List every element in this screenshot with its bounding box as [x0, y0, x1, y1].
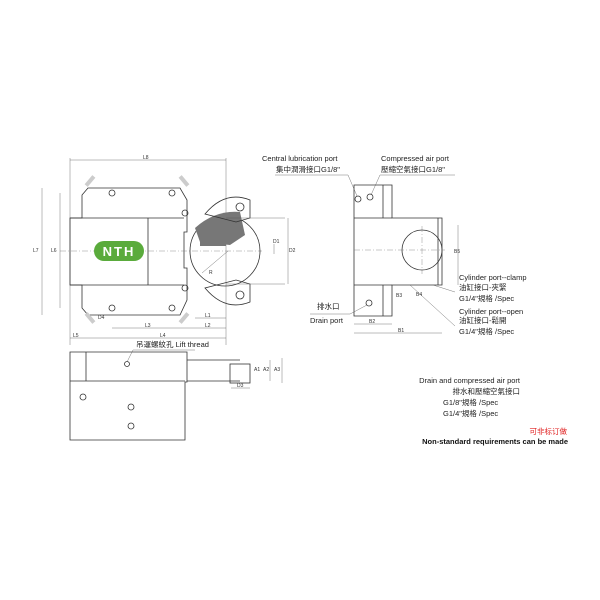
dim-d1: D1 [273, 239, 280, 245]
corner-mark [84, 175, 96, 187]
corner-mark [178, 175, 190, 187]
cylinder-open-cn: 油缸接口-鬆開 [459, 315, 507, 325]
corner-mark [84, 312, 96, 324]
cylinder-clamp-spec: G1/4"規格 /Spec [459, 293, 514, 303]
dim-l6: L6 [51, 248, 57, 254]
central-lubrication-label: Central lubrication port [262, 154, 338, 163]
notes: Drain and compressed air port 排水和壓縮空氣接口 … [419, 376, 568, 446]
dim-l1: L1 [205, 313, 211, 319]
dim-l7: L7 [33, 248, 39, 254]
side-body [353, 184, 443, 317]
spec-g18: G1/8"規格 /Spec [443, 397, 498, 407]
drain-port-label: Drain port [310, 316, 344, 325]
clamp-mechanism [189, 196, 261, 306]
cylinder-open-label: Cylinder port--open [459, 307, 523, 316]
dim-l4: L4 [160, 333, 166, 339]
dim-b2: B2 [369, 319, 375, 325]
drain-port-cn: 排水口 [317, 301, 340, 311]
front-body [69, 351, 188, 441]
drain-air-cn: 排水和壓縮空氣接口 [453, 386, 521, 396]
logo-text: NTH [103, 244, 136, 259]
dim-a2: A2 [263, 367, 269, 373]
lubrication-port [354, 195, 362, 203]
port [127, 422, 135, 430]
corner-mark [178, 312, 190, 324]
dim-b3: B3 [396, 293, 402, 299]
dim-d4: D4 [98, 315, 105, 321]
nth-logo: NTH [94, 241, 144, 261]
nonstandard-cn: 可非标订做 [530, 426, 568, 436]
dim-d3: D3 [237, 383, 244, 389]
top-view: L8 NTH R D2 [33, 155, 296, 345]
central-lubrication-cn: 集中潤滑接口G1/8" [276, 164, 340, 174]
dim-a3: A3 [274, 367, 280, 373]
dim-b4: B4 [416, 292, 422, 298]
port [127, 403, 135, 411]
dim-r: R [209, 270, 213, 276]
dim-d2: D2 [289, 248, 296, 254]
side-view: Central lubrication port 集中潤滑接口G1/8" Com… [262, 154, 527, 336]
drain-port [365, 299, 373, 307]
nonstandard-label: Non-standard requirements can be made [422, 437, 568, 446]
dim-a1: A1 [254, 367, 260, 373]
dim-l3: L3 [145, 323, 151, 329]
dim-b1: B1 [398, 328, 404, 334]
port [79, 393, 87, 401]
drain-air-label: Drain and compressed air port [419, 376, 521, 385]
bolt-holes [108, 189, 189, 312]
compressed-air-cn: 壓縮空氣接口G1/8" [381, 164, 445, 174]
dim-b5: B5 [454, 249, 460, 255]
dim-l8: L8 [143, 155, 149, 161]
front-view: 吊運螺紋孔 Lift thread A1 A2 A3 D3 [69, 339, 283, 441]
lift-thread-label: 吊運螺紋孔 Lift thread [136, 339, 209, 349]
dim-l2: L2 [205, 323, 211, 329]
spec-g14: G1/4"規格 /Spec [443, 408, 498, 418]
dim-l5: L5 [73, 333, 79, 339]
cylinder-clamp-cn: 油缸接口-夾緊 [459, 282, 507, 292]
cylinder-clamp-label: Cylinder port--clamp [459, 273, 527, 282]
lift-thread-hole [124, 361, 130, 367]
cylinder-open-spec: G1/4"規格 /Spec [459, 326, 514, 336]
jaw-block [229, 363, 251, 384]
air-port [366, 193, 374, 201]
compressed-air-label: Compressed air port [381, 154, 450, 163]
